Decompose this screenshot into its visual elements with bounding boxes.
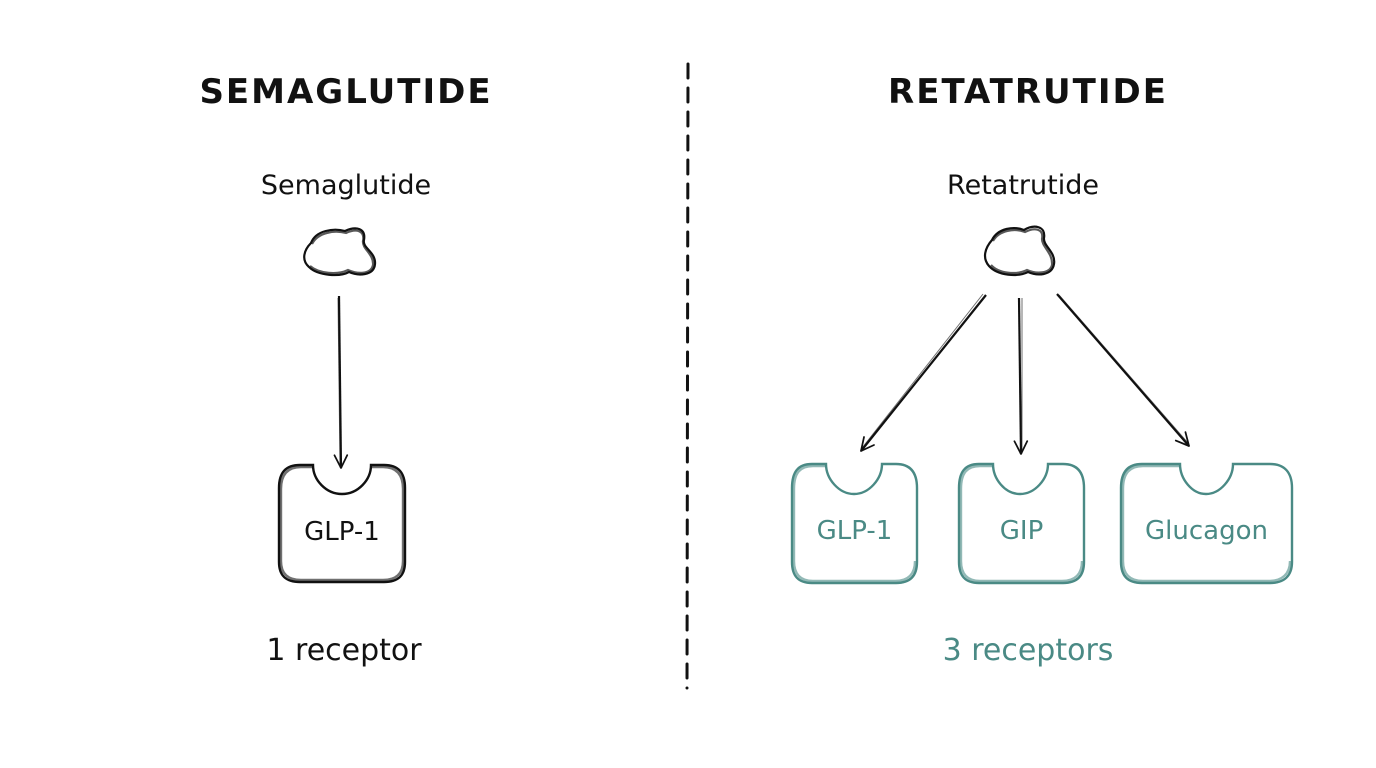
receptor-outline-glp1-right <box>790 462 919 585</box>
receptor-gip: GIP <box>959 464 1084 583</box>
receptor-label: GLP-1 <box>816 516 893 546</box>
receptor-glp1-right: GLP-1 <box>792 464 917 583</box>
receptor-outline-gip <box>957 462 1086 585</box>
receptor-outline-glp1-left <box>277 463 407 584</box>
drug-label-retatrutide: Retatrutide <box>947 170 1099 201</box>
receptor-glucagon: Glucagon <box>1121 464 1292 583</box>
drug-label-semaglutide: Semaglutide <box>260 170 432 201</box>
arrow-semaglutide-to-glp1 <box>333 295 349 469</box>
arrow-retatrutide-to-glp1 <box>860 293 987 452</box>
receptor-outline-glucagon <box>1119 462 1294 585</box>
arrow-retatrutide-to-gip <box>1013 297 1029 455</box>
panel-divider <box>685 62 690 690</box>
receptor-label: GIP <box>999 516 1044 546</box>
receptor-glp1-left: GLP-1 <box>279 465 405 583</box>
receptor-label: Glucagon <box>1145 516 1268 546</box>
receptor-label: GLP-1 <box>304 517 380 547</box>
molecule-blob-icon <box>983 225 1056 277</box>
panel-title-retatrutide: RETATRUTIDE <box>888 72 1168 112</box>
receptor-count-left: 1 receptor <box>266 633 422 668</box>
panel-title-semaglutide: SEMAGLUTIDE <box>199 72 493 112</box>
molecule-blob-icon <box>303 227 377 277</box>
arrow-retatrutide-to-glucagon <box>1056 293 1190 447</box>
receptor-count-right: 3 receptors <box>942 633 1114 668</box>
